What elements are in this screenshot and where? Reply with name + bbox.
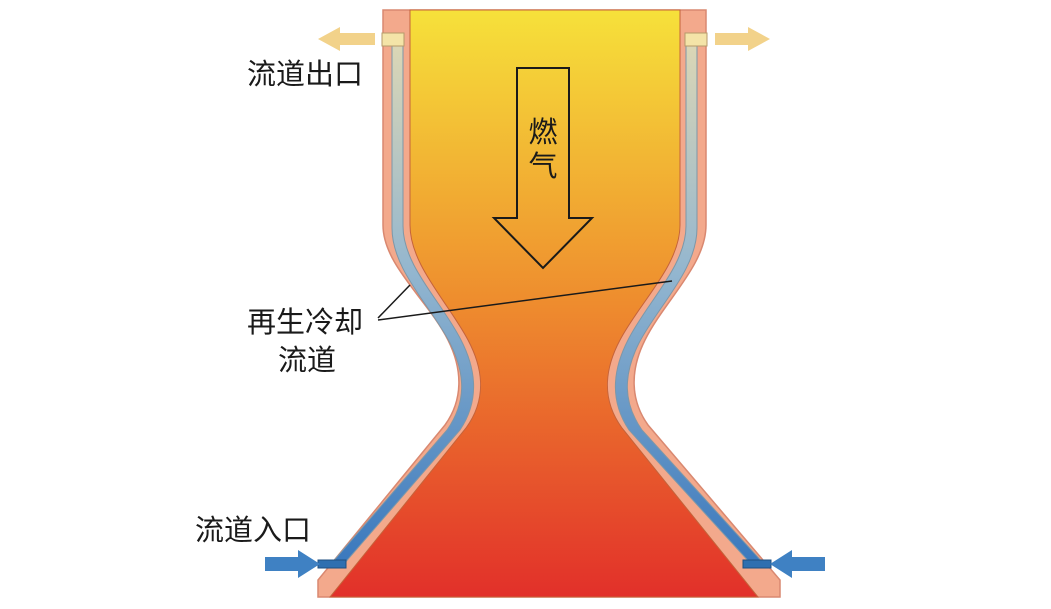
- inlet-right-arrow: [770, 550, 825, 578]
- inlet-header-left: [317, 559, 347, 569]
- outlet-header-right: [684, 32, 708, 47]
- outlet-left-arrow: [318, 27, 375, 51]
- channel-leader-line-right: [377, 280, 673, 321]
- channel-leader-line-left: [377, 284, 411, 319]
- outlet-header-left: [381, 32, 405, 47]
- inlet-header-right: [742, 559, 772, 569]
- gas-label-char-1: 燃: [528, 115, 557, 149]
- channel-label-line1: 再生冷却: [247, 305, 363, 339]
- outlet-label: 流道出口: [247, 57, 363, 91]
- inlet-label: 流道入口: [195, 513, 311, 547]
- inlet-left-arrow: [265, 550, 320, 578]
- combustion-gas-core: [328, 9, 760, 598]
- channel-label-line2: 流道: [278, 343, 336, 377]
- outlet-right-arrow: [715, 27, 770, 51]
- gas-flow-arrow: [491, 67, 595, 270]
- gas-label-char-2: 气: [528, 149, 557, 183]
